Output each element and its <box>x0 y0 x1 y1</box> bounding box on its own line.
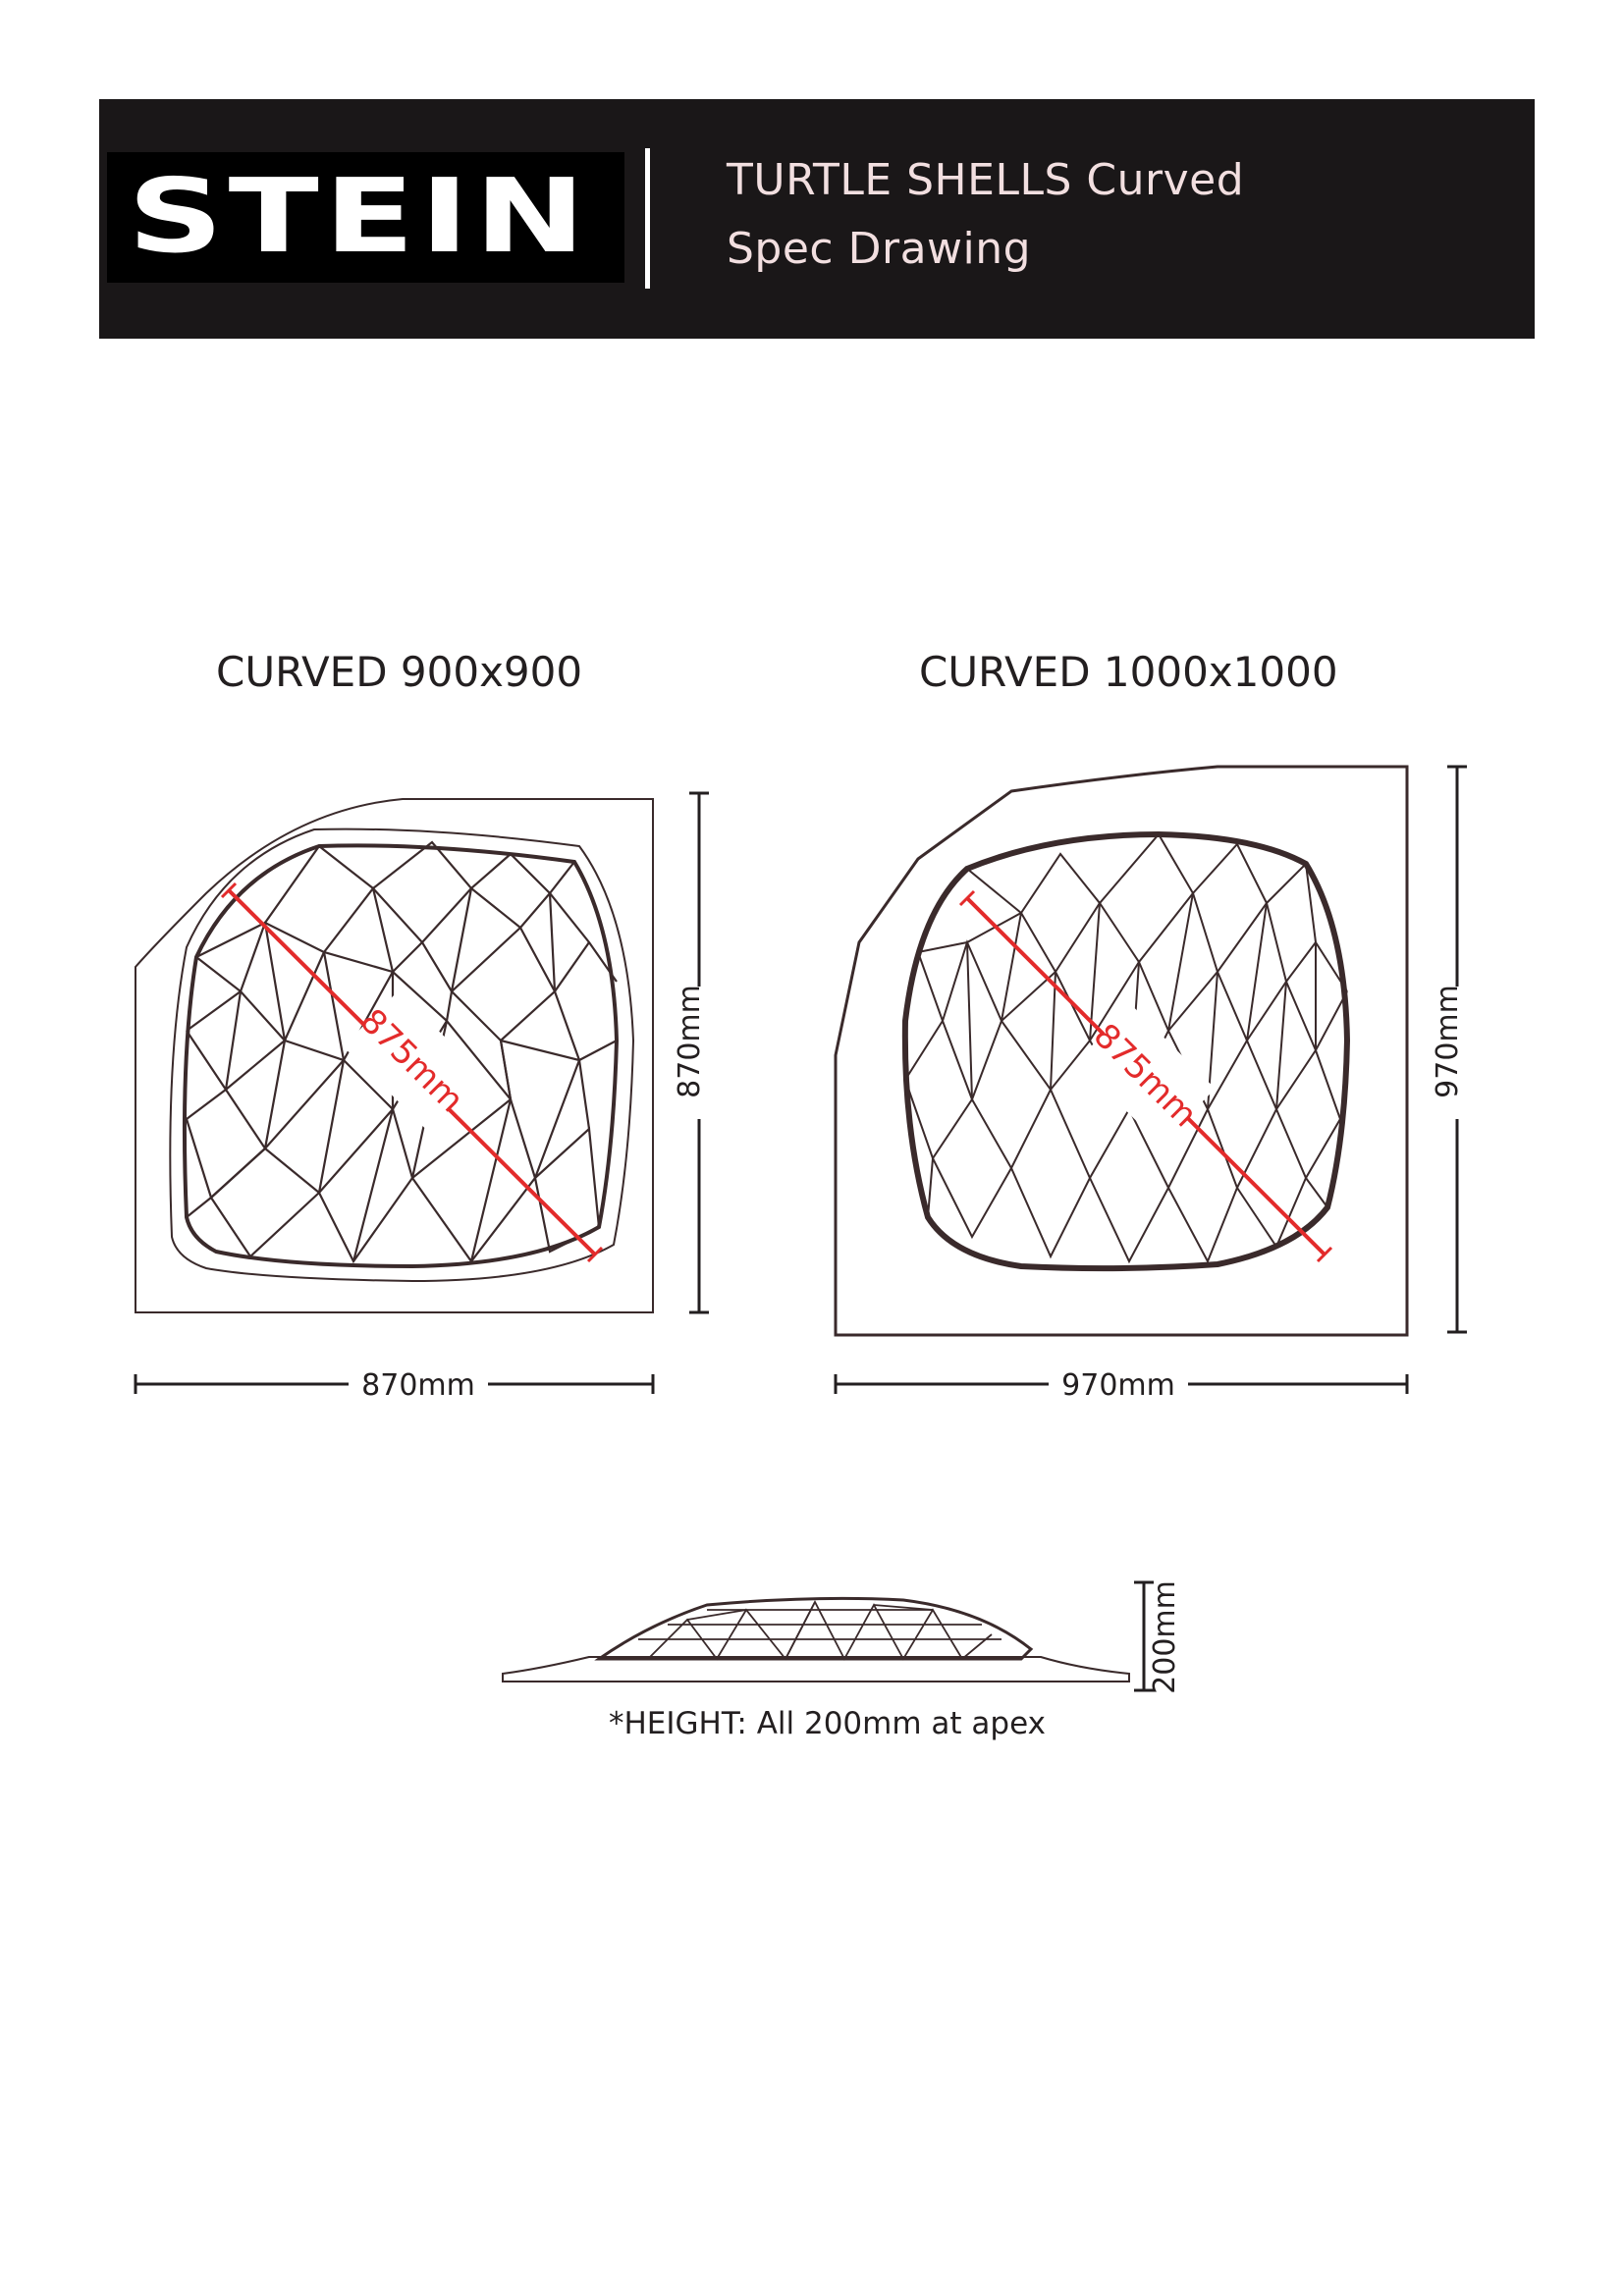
profile-mesh <box>638 1600 1001 1661</box>
diagonal-tick-1000-start <box>958 889 976 907</box>
stein-logo: STEIN <box>128 156 591 276</box>
tray-1000-shell <box>901 830 1351 1272</box>
diagonal-tick-900-end <box>586 1246 604 1263</box>
tray-900-rim <box>169 828 635 1283</box>
diagonal-label-1000-bg <box>1076 1005 1216 1145</box>
width-label-900: 870mm <box>361 1368 475 1403</box>
header-divider <box>645 148 650 289</box>
profile-dimension-line <box>1134 1580 1154 1692</box>
diagonal-tick-900-start <box>220 881 238 899</box>
tray-900-shell <box>182 843 620 1269</box>
profile-height-label: 200mm <box>1148 1580 1182 1694</box>
document-title: TURTLE SHELLS Curved <box>727 155 1245 205</box>
profile-drawing <box>502 1596 1130 1682</box>
tray-1000-geodesic-mesh <box>904 832 1348 1264</box>
diagonal-tick-1000-end <box>1316 1246 1333 1263</box>
dimension-lines-900 <box>134 791 709 1394</box>
tray-1000-drawing <box>834 765 1409 1337</box>
profile-dome <box>594 1596 1034 1661</box>
dimension-lines-1000 <box>834 765 1467 1394</box>
diagonal-label-900-bg <box>343 990 482 1130</box>
tray-1000-outline <box>834 765 1409 1337</box>
height-note: *HEIGHT: All 200mm at apex <box>609 1706 1046 1741</box>
width-label-1000: 970mm <box>1061 1368 1175 1403</box>
profile-base <box>502 1656 1130 1682</box>
variant-title-1000: CURVED 1000x1000 <box>919 648 1338 696</box>
document-subtitle: Spec Drawing <box>727 224 1032 274</box>
tray-900-outline <box>135 798 654 1313</box>
height-label-1000: 970mm <box>1431 985 1465 1098</box>
variant-title-900: CURVED 900x900 <box>216 648 583 696</box>
height-label-900: 870mm <box>673 985 707 1098</box>
logo-box <box>107 152 624 283</box>
